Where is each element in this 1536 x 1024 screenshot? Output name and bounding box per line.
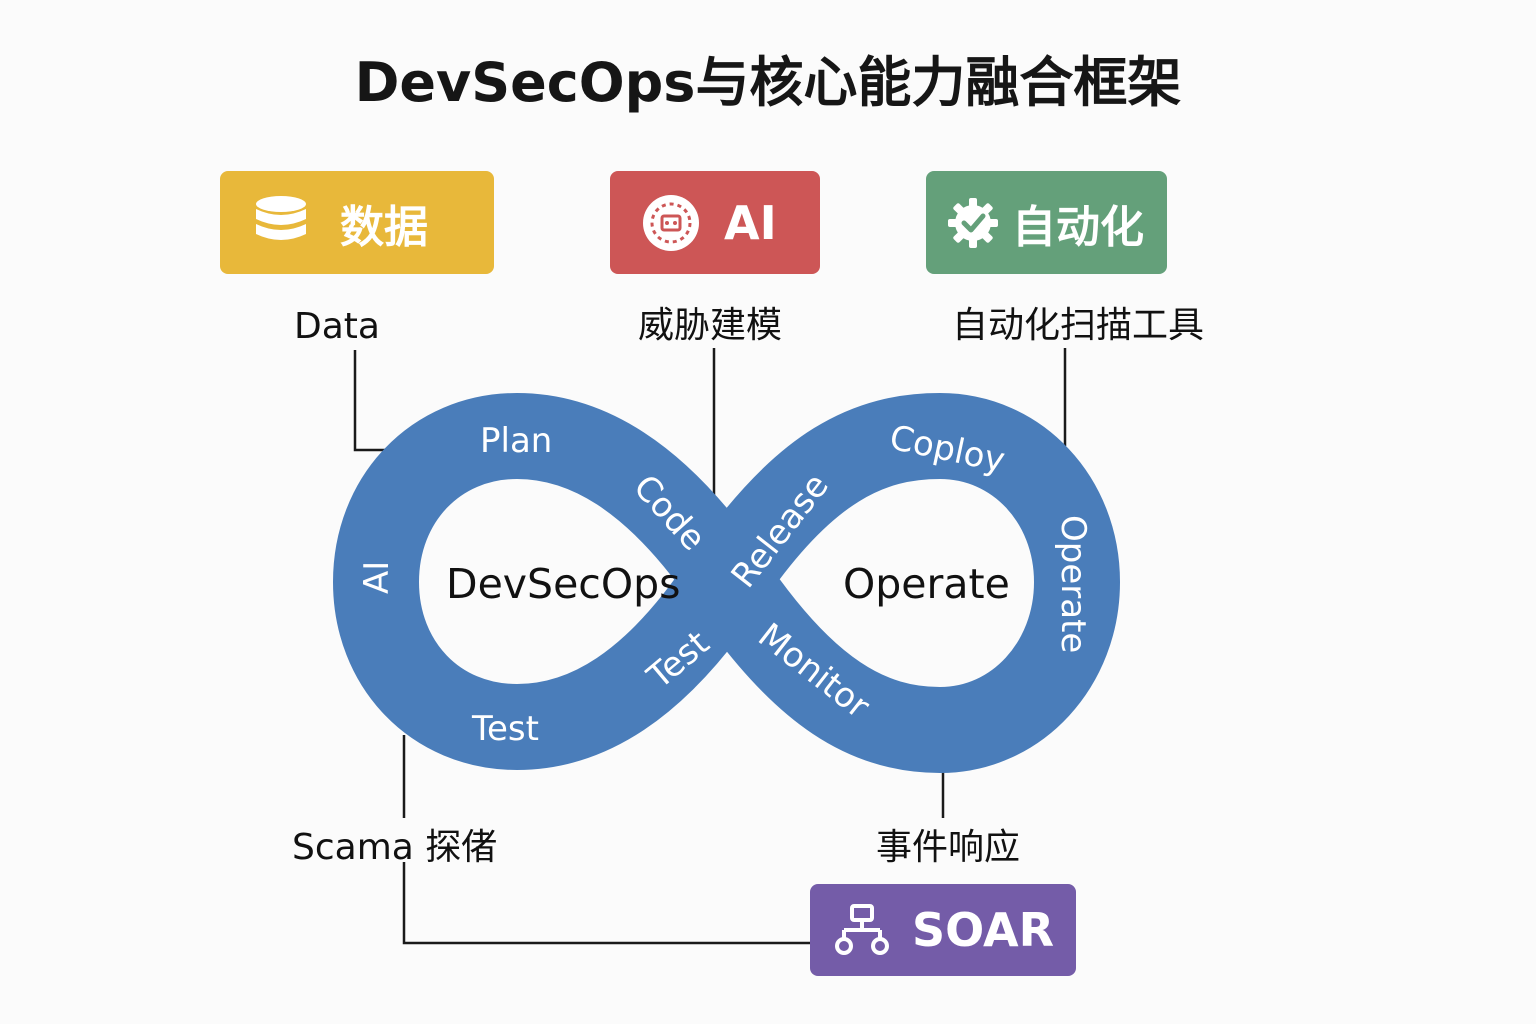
data-badge-label: 数据 [340,201,428,253]
label-scama: Scama 探偖 [292,827,498,868]
ai-badge: AI [610,171,820,274]
data-badge: 数据 [220,171,494,274]
network-hierarchy-icon [834,904,890,956]
ai-badge-label: AI [724,195,777,250]
page-title: DevSecOps与核心能力融合框架 [354,51,1182,114]
stage-plan: Plan [480,421,552,461]
gear-check-icon [946,196,1000,250]
label-threat-modeling: 威胁建模 [638,305,783,346]
label-incident-response: 事件响应 [876,827,1021,868]
stage-operate: Operate [1053,515,1093,653]
label-data: Data [294,306,380,347]
soar-badge-label: SOAR [912,903,1055,957]
automation-badge: 自动化 [926,171,1167,274]
infinity-loop [333,393,1120,773]
center-devsecops: DevSecOps [446,560,681,608]
stage-ai: AI [357,561,397,594]
label-auto-scan-tools: 自动化扫描工具 [952,305,1205,346]
ai-chip-icon [640,192,702,254]
connector-scama-soar [402,862,810,945]
soar-badge: SOAR [810,884,1076,976]
connector-data [353,350,390,452]
center-operate: Operate [843,560,1010,608]
automation-badge-label: 自动化 [1012,201,1144,253]
stage-test-bottom: Test [471,709,539,749]
database-icon [254,195,308,251]
